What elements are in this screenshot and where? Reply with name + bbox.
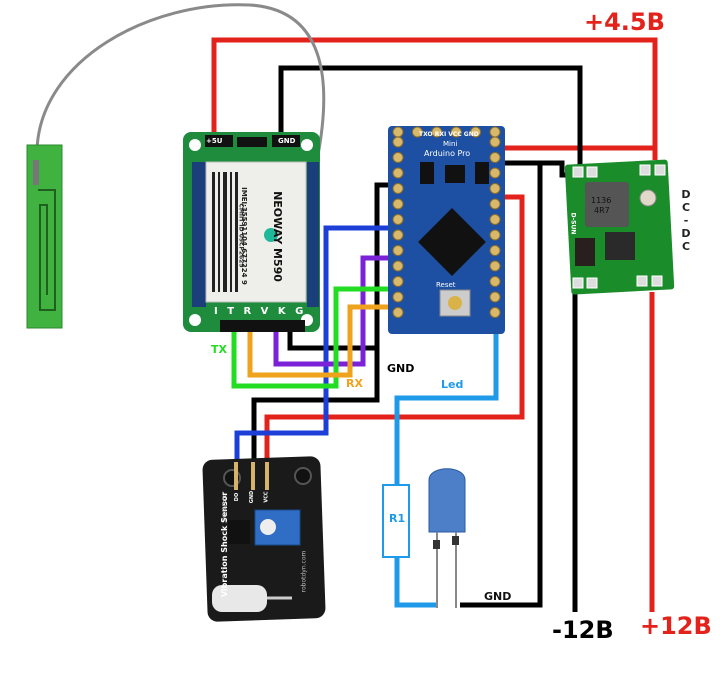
label-led: Led: [441, 378, 464, 391]
sensor-subtitle: Digital out: [222, 495, 228, 521]
arduino-top-pin-a: [392, 126, 404, 138]
arduino-pin-gnd: [489, 152, 501, 163]
arduino-pin-4: [392, 229, 404, 241]
arduino-pin-13: [489, 260, 501, 272]
gsm-module: [183, 132, 320, 332]
arduino-top-pins: TXO RXI VCC GND: [419, 131, 479, 138]
sensor-site: robotdyn.com: [300, 550, 308, 593]
arduino-pin-10: [489, 307, 501, 318]
arduino-pin-raw: [489, 136, 501, 148]
antenna: [26, 3, 326, 329]
arduino-pin-3: [392, 214, 404, 225]
dcdc-letter: D: [681, 227, 691, 240]
gsm-pin-labels: I T R V K G: [214, 306, 307, 317]
label-dcdc: D C - D C: [680, 188, 692, 253]
dcdc-code-2: 4R7: [594, 206, 610, 215]
wire-led-lower: [394, 555, 436, 608]
wire-led-gnd: [460, 165, 543, 608]
label-rx: RX: [346, 377, 363, 390]
label-gnd-led: GND: [484, 590, 512, 603]
arduino-top-pin-c: [431, 126, 443, 138]
gsm-pin-gnd: GND: [278, 137, 296, 145]
label-plus-4-5v: +4.5B: [584, 8, 665, 36]
wire-tx: [231, 286, 392, 389]
led: [428, 468, 466, 608]
arduino-pin-gnd: [392, 183, 404, 194]
wire-purple: [273, 255, 392, 367]
arduino-pin-rst: [392, 167, 404, 179]
arduino-pin-a3: [489, 198, 501, 210]
vibration-sensor: [202, 456, 326, 622]
arduino-top-pin-b: [411, 126, 423, 138]
arduino-top-pin-e: [470, 126, 482, 138]
dcdc-letter: C: [681, 240, 691, 253]
wire-plus-4-5v: [211, 37, 658, 160]
label-tx: TX: [211, 343, 227, 356]
arduino-pin-9: [392, 307, 404, 318]
sensor-pin-do: DO: [234, 492, 241, 502]
dcdc-board-label: D-SUN: [569, 212, 577, 235]
arduino-top-pin-f: [489, 126, 501, 138]
arduino-pin-txo: [392, 136, 404, 148]
wire-led: [394, 330, 499, 485]
gsm-brand: NEOWAY M590: [270, 191, 284, 282]
gsm-imei: IMEI:35591104 677224 9: [239, 187, 248, 285]
arduino-pro-mini: [388, 126, 505, 334]
arduino-pin-a1: [489, 229, 501, 241]
arduino-pin-5: [392, 245, 404, 256]
label-gnd-arduino: GND: [387, 362, 415, 375]
sensor-pin-vcc: VCC: [263, 491, 270, 503]
arduino-top-pin-d: [450, 126, 462, 138]
label-r1: R1: [389, 512, 406, 525]
arduino-name-1: Mini: [443, 140, 458, 148]
dcdc-letter: D: [681, 188, 691, 201]
dcdc-code-1: 1136: [591, 196, 612, 205]
arduino-name-2: Arduino Pro: [424, 149, 471, 158]
arduino-pin-12: [489, 276, 501, 287]
arduino-pin-7: [392, 276, 404, 287]
dcdc-letter: C: [681, 201, 691, 214]
arduino-reset-label: Reset: [436, 281, 456, 289]
arduino-pin-a0: [489, 245, 501, 256]
wire-gsm-gnd-top: [278, 65, 583, 175]
gsm-pin-5v: +5U: [206, 137, 223, 145]
sensor-pin-gnd: GND: [249, 490, 256, 504]
arduino-pin-a2: [489, 214, 501, 225]
arduino-pin-8: [392, 291, 404, 303]
label-minus-12v: -12B: [552, 616, 614, 644]
wire-rx: [247, 304, 392, 378]
arduino-pin-rxi: [392, 152, 404, 163]
wire-sensor-do: [234, 225, 392, 465]
arduino-pin-6: [392, 260, 404, 272]
arduino-pin-rst: [489, 167, 501, 179]
arduino-pin-11: [489, 291, 501, 303]
dcdc-letter: -: [683, 214, 689, 227]
resistor-r1: [382, 484, 410, 558]
label-plus-12v: +12B: [640, 612, 712, 640]
arduino-pin-2: [392, 198, 404, 210]
dcdc-converter: [564, 159, 675, 295]
arduino-pin-vcc: [489, 183, 501, 194]
